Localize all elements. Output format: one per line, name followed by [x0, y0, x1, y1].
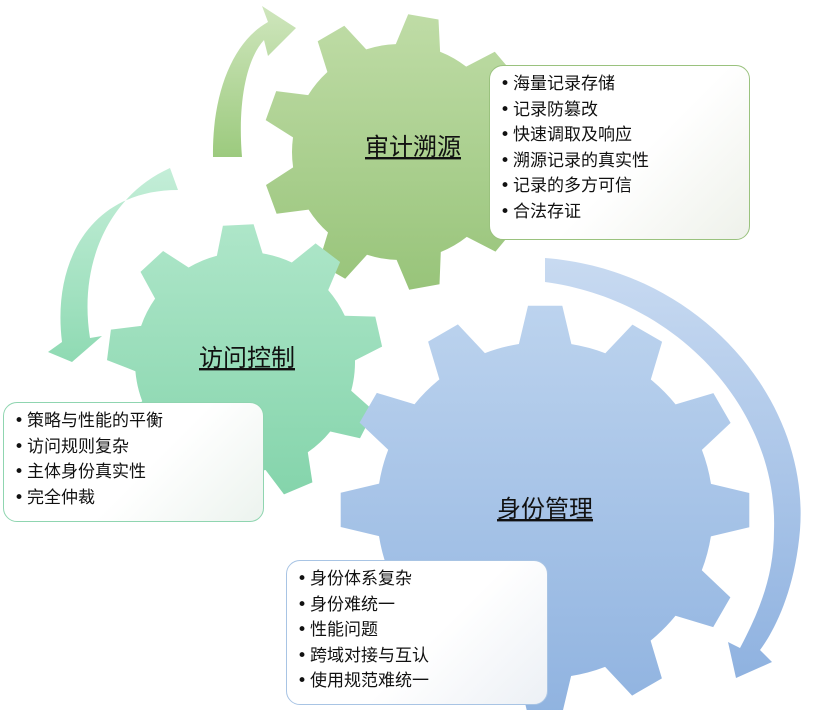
list-item: 记录的多方可信: [500, 174, 739, 200]
list-item: 性能问题: [297, 618, 537, 644]
gear-audit: [265, 14, 538, 290]
list-item: 主体身份真实性: [14, 460, 253, 486]
gear-access-title: 访问控制: [199, 344, 295, 372]
audit-notes-box: 海量记录存储 记录防篡改 快速调取及响应 溯源记录的真实性 记录的多方可信 合法…: [489, 65, 750, 240]
cycle-arrow-right: [545, 258, 801, 678]
list-item: 使用规范难统一: [297, 669, 537, 695]
list-item: 海量记录存储: [500, 72, 739, 98]
list-item: 快速调取及响应: [500, 123, 739, 149]
list-item: 身份难统一: [297, 593, 537, 619]
list-item: 完全仲裁: [14, 486, 253, 512]
access-notes-box: 策略与性能的平衡 访问规则复杂 主体身份真实性 完全仲裁: [3, 402, 264, 522]
list-item: 合法存证: [500, 200, 739, 226]
list-item: 访问规则复杂: [14, 435, 253, 461]
list-item: 身份体系复杂: [297, 567, 537, 593]
list-item: 跨域对接与互认: [297, 644, 537, 670]
cycle-arrow-left: [48, 168, 178, 362]
identity-notes-box: 身份体系复杂 身份难统一 性能问题 跨域对接与互认 使用规范难统一: [286, 560, 548, 705]
list-item: 记录防篡改: [500, 98, 739, 124]
list-item: 策略与性能的平衡: [14, 409, 253, 435]
cycle-arrow-top: [212, 6, 296, 157]
list-item: 溯源记录的真实性: [500, 149, 739, 175]
gear-identity-title: 身份管理: [497, 495, 593, 523]
gear-audit-title: 审计溯源: [365, 133, 461, 161]
